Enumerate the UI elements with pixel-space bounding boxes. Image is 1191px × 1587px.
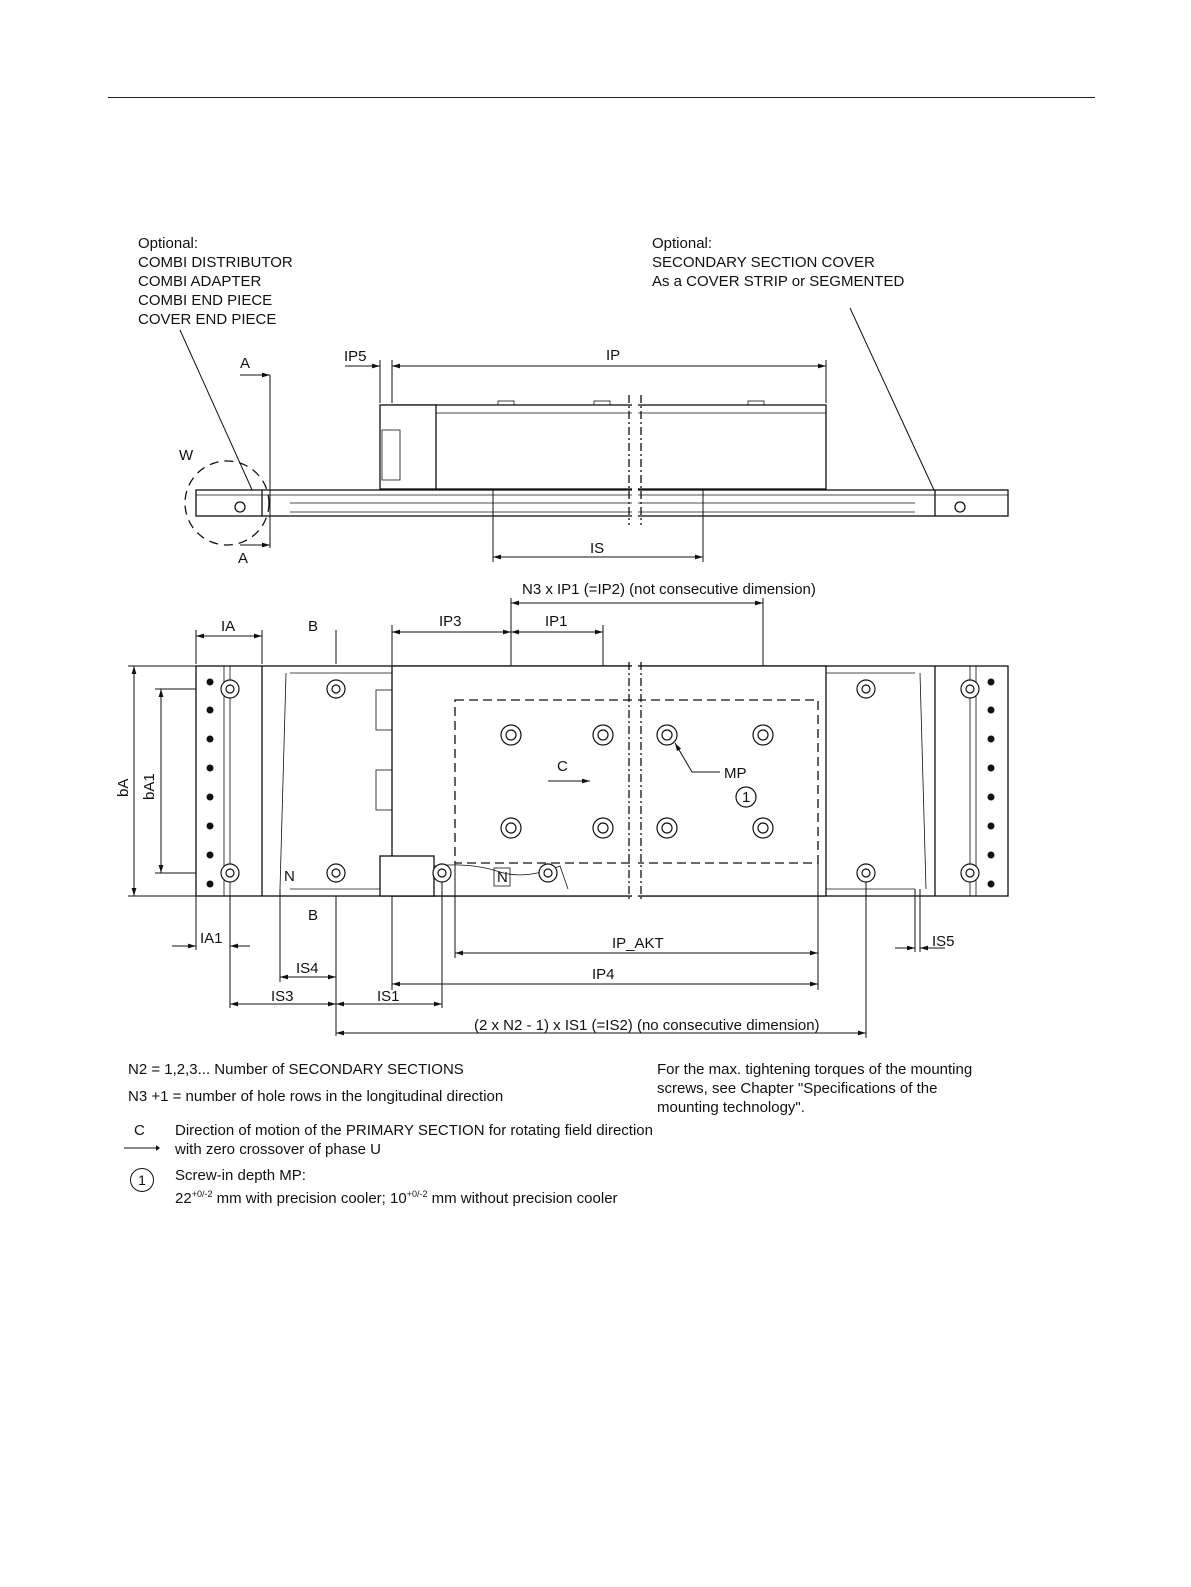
hole [220,863,240,883]
label-ip: IP [606,347,620,364]
c-text-line: Direction of motion of the PRIMARY SECTI… [175,1122,653,1139]
label-w: W [179,447,194,464]
label-ba1: bA1 [141,773,158,800]
torque-line: mounting technology". [657,1099,805,1116]
label-ba: bA [115,779,132,797]
hole [960,679,980,699]
primary-connector-side [379,404,437,490]
label-n-left: N [284,868,295,885]
label-is3: IS3 [271,988,294,1005]
side-view [184,395,1009,546]
label-mp: MP [724,765,747,782]
hole [326,863,346,883]
label-n2-is1: (2 x N2 - 1) x IS1 (=IS2) (no consecutiv… [474,1017,820,1034]
mounting-holes [220,679,980,883]
left-callout-line: COMBI ADAPTER [138,273,262,290]
label-is: IS [590,540,604,557]
top-view [195,662,1009,902]
mp-screw [500,817,522,839]
right-leader-line [849,307,935,491]
label-is5: IS5 [932,933,955,950]
end-piece-dots [206,678,995,888]
left-callout-line: COMBI DISTRIBUTOR [138,254,293,271]
mp-screw [752,817,774,839]
hole [856,679,876,699]
hole [432,863,452,883]
mp-screw [752,724,774,746]
mp-screws [500,724,774,839]
notes-left: N2 = 1,2,3... Number of SECONDARY SECTIO… [128,1060,503,1106]
hole [326,679,346,699]
c-legend-arrow [124,1145,160,1151]
label-ip3: IP3 [439,613,462,630]
dim-ip [345,360,827,403]
screw-title: Screw-in depth MP: [175,1167,306,1184]
hole-left [234,501,246,513]
mp-screw [656,724,678,746]
label-ip1: IP1 [545,613,568,630]
left-callout-line: COVER END PIECE [138,311,276,328]
left-callout-line: Optional: [138,235,198,252]
hole [960,863,980,883]
callout-one-circle [735,786,757,808]
label-ia1: IA1 [200,930,223,947]
hole-right [954,501,966,513]
label-c: C [557,758,568,775]
c-legend-symbol: C [124,1121,162,1151]
torque-line: For the max. tightening torques of the m… [657,1061,973,1078]
label-n3-ip1: N3 x IP1 (=IP2) (not consecutive dimensi… [522,581,816,598]
right-callout: Optional: SECONDARY SECTION COVER As a C… [652,235,904,290]
notes-torque: For the max. tightening torques of the m… [657,1060,972,1117]
hole [538,863,558,883]
primary-section-side [391,404,827,490]
c-legend-text: Direction of motion of the PRIMARY SECTI… [175,1121,653,1159]
screw-callout-circle: 1 [130,1168,154,1192]
screw-depth-text: Screw-in depth MP: 22+0/-2 mm with preci… [175,1166,618,1208]
torque-line: screws, see Chapter "Specifications of t… [657,1080,938,1097]
left-callout-line: COMBI END PIECE [138,292,272,309]
mp-screw [500,724,522,746]
label-b-bottom: B [308,907,318,924]
mp-leader [674,742,720,773]
left-callout: Optional: COMBI DISTRIBUTOR COMBI ADAPTE… [138,235,293,328]
label-is4: IS4 [296,960,319,977]
note-n2: N2 = 1,2,3... Number of SECONDARY SECTIO… [128,1061,464,1078]
right-callout-line: SECONDARY SECTION COVER [652,254,875,271]
label-b-top: B [308,618,318,635]
header-rule [108,97,1095,98]
label-ip5: IP5 [344,348,367,365]
label-ip-akt: IP_AKT [612,935,664,952]
mp-screw [656,817,678,839]
callout-one: 1 [742,789,750,806]
section-a-marks [240,372,271,548]
detail-w-circle [184,460,270,546]
mp-screw [592,724,614,746]
screw-values: 22+0/-2 mm with precision cooler; 10+0/-… [175,1189,618,1207]
hole [220,679,240,699]
label-a-bottom: A [238,550,248,567]
note-n3: N3 +1 = number of hole rows in the longi… [128,1088,504,1105]
mp-screw [592,817,614,839]
right-callout-line: As a COVER STRIP or SEGMENTED [652,273,904,290]
label-ia: IA [221,618,235,635]
dim-is [492,490,704,562]
left-leader-line [179,329,259,504]
label-a-top: A [240,355,250,372]
c-text-line: with zero crossover of phase U [175,1141,381,1158]
dim-bottom [172,863,945,1038]
c-symbol: C [134,1122,145,1139]
hole [856,863,876,883]
label-n-mid: N [497,869,508,886]
label-ip4: IP4 [592,966,615,983]
one-symbol: 1 [138,1172,146,1188]
right-callout-line: Optional: [652,235,712,252]
label-is1: IS1 [377,988,400,1005]
